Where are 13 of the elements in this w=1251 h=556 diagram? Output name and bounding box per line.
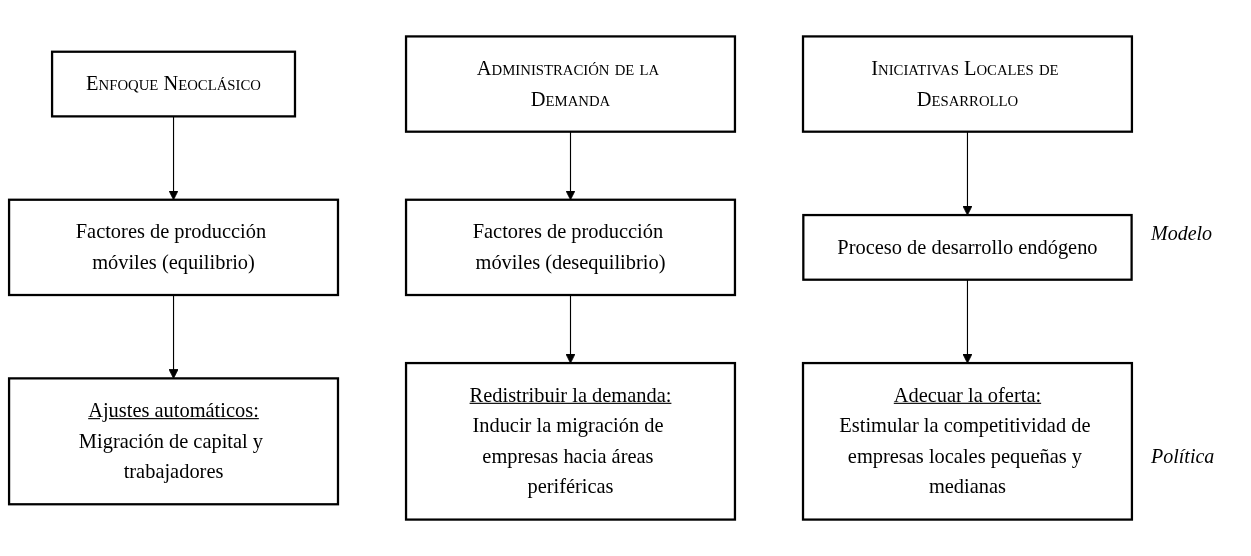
node-box: Redistribuir la demanda: Inducir la migración de empresas hacia áreas periféricas [404,361,737,521]
row-label: Política [1151,444,1215,468]
row-label: Modelo [1151,222,1213,246]
node-box: Adecuar la oferta: Estimular la competitividad de empresas locales pequeñas y medianas [801,361,1134,521]
node-box: Ajustes automáticos: Migración de capital y trabajadores [7,377,340,506]
node-box: Iniciativas Locales de Desarrollo [801,35,1134,133]
node-box: Factores de producción móviles (desequilibrio) [404,198,737,297]
arrow [962,131,973,216]
node-box: Factores de producción móviles (equilibrio) [7,198,340,297]
node-box: Enfoque Neoclásico [50,50,297,118]
node-box: Administración de la Demanda [404,35,737,133]
node-box: Proceso de desarrollo endógeno [802,213,1133,281]
arrow [962,279,973,364]
